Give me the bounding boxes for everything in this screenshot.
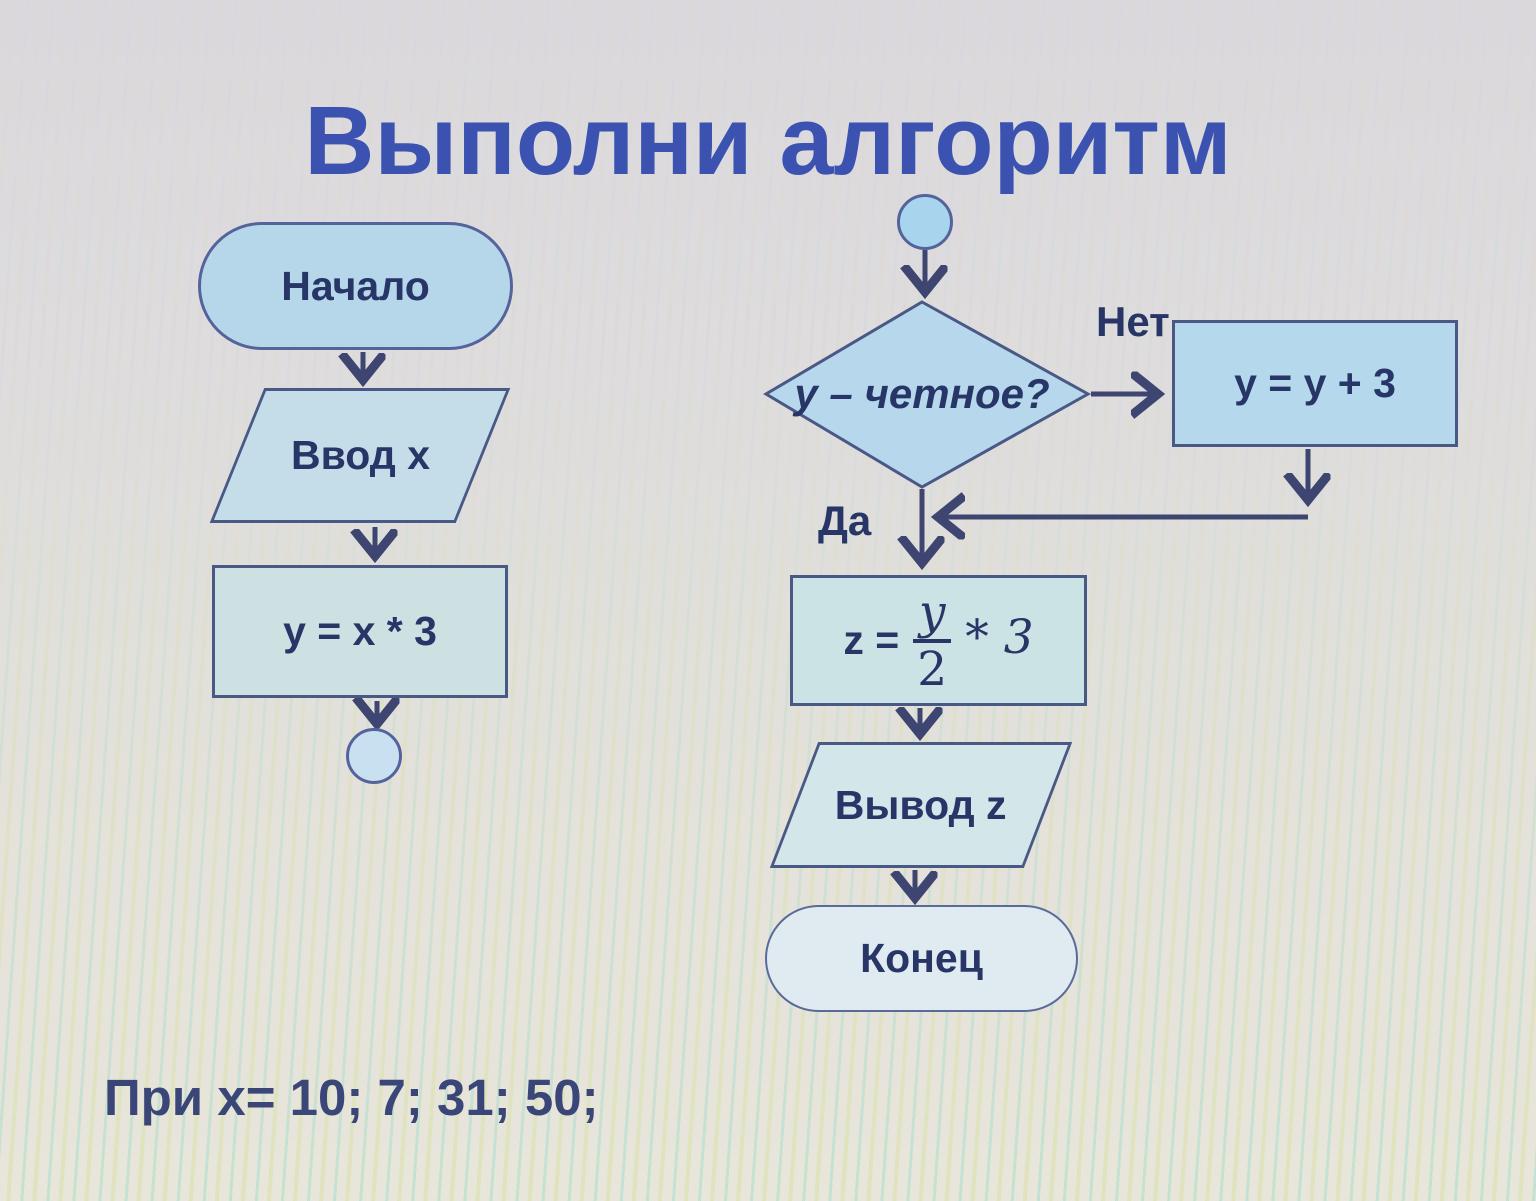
branch-label-no: Нет [1096, 298, 1170, 345]
assign-z-fraction: y 2 [913, 584, 952, 697]
connector-circle-right [897, 194, 953, 250]
decision-diamond-shape [763, 300, 1092, 489]
io-output-z-label: Вывод z [835, 781, 1007, 828]
assign-z-prefix: z = [843, 617, 900, 663]
process-assign-z: z = y 2 * 3 [790, 575, 1087, 706]
slide-title: Выполни алгоритм [304, 85, 1232, 195]
fraction-bar [913, 638, 952, 643]
process-assign-y-label: y = x * 3 [283, 608, 437, 654]
process-assign-y-plus-3: y = y + 3 [1172, 320, 1458, 447]
fraction-numerator: y [918, 584, 946, 640]
io-output-z: Вывод z [769, 742, 1073, 868]
footer-task-text: При x= 10; 7; 31; 50; [104, 1069, 599, 1126]
connector-circle-left [346, 728, 402, 784]
io-input-x-label: Ввод x [290, 432, 430, 478]
process-assign-y: y = x * 3 [212, 565, 508, 698]
decision-label: y – четное? [794, 370, 1050, 417]
fraction-denominator: 2 [917, 641, 948, 697]
terminator-start: Начало [198, 222, 513, 350]
terminator-start-label: Начало [281, 262, 430, 309]
terminator-end: Конец [765, 905, 1078, 1012]
branch-label-yes: Да [818, 497, 872, 544]
terminator-end-label: Конец [860, 935, 983, 981]
process-assign-y-plus-3-label: y = y + 3 [1234, 360, 1396, 406]
assign-z-suffix: * 3 [965, 610, 1034, 665]
